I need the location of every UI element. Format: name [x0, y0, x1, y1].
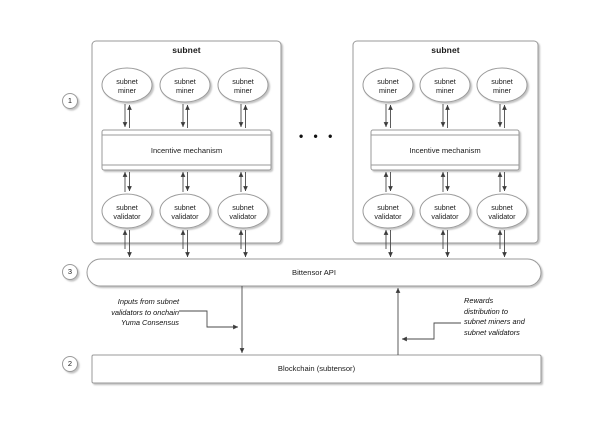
subnet-validator-label-line1: subnet — [377, 203, 399, 212]
subnet-validator-label-line2: validator — [113, 212, 141, 221]
subnet-miner-label-line1: subnet — [377, 77, 399, 86]
subnet-miner-label-line2: miner — [118, 86, 136, 95]
subnet-miner-label-line2: miner — [493, 86, 511, 95]
bittensor-api-bar — [86, 258, 542, 287]
annotation-right: Rewards distribution to subnet miners an… — [464, 296, 574, 339]
subnet-miner-label-line1: subnet — [116, 77, 138, 86]
marker-label-3: 3 — [67, 267, 73, 276]
subnet-validator-node — [159, 193, 211, 229]
subnet-validator-label-line1: subnet — [491, 203, 513, 212]
subnet-validator-label-line1: subnet — [116, 203, 138, 212]
subnet-validator-node — [476, 193, 528, 229]
subnet-validator-node — [101, 193, 153, 229]
subnet-validator-label: subnet validator — [155, 203, 215, 221]
subnet-validator-label-line2: validator — [431, 212, 459, 221]
subnet-miner-node — [217, 67, 269, 103]
subnet-validator-node — [419, 193, 471, 229]
subnet-miner-node — [419, 67, 471, 103]
subnet-miner-node — [362, 67, 414, 103]
bittensor-api-label: Bittensor API — [292, 268, 336, 277]
subnet-validator-label: subnet validator — [213, 203, 273, 221]
subnet-ellipsis: • • • — [299, 129, 336, 143]
blockchain-bar — [91, 354, 542, 384]
subnet-validator-node — [217, 193, 269, 229]
subnet-miner-label: subnet miner — [472, 77, 532, 95]
annotation-leader-right — [401, 322, 461, 342]
marker-label-1: 1 — [67, 96, 73, 105]
subnet-title: subnet — [431, 45, 460, 55]
annotation-right-line3: subnet miners and — [464, 317, 525, 327]
blockchain-label: Blockchain (subtensor) — [277, 364, 356, 373]
marker-label-2: 2 — [67, 359, 73, 368]
connector-mechanism-validator — [122, 171, 248, 192]
annotation-left-line2: validators to onchain — [111, 307, 179, 317]
marker-circle-3 — [62, 264, 78, 280]
subnet-miner-node — [159, 67, 211, 103]
subnet-miner-label-line1: subnet — [434, 77, 456, 86]
subnet-miner-label: subnet miner — [415, 77, 475, 95]
incentive-mechanism-label: Incentive mechanism — [150, 146, 223, 155]
connector-mechanism-validator — [383, 171, 507, 192]
incentive-mechanism-label: Incentive mechanism — [409, 146, 481, 155]
subnet-validator-node — [362, 193, 414, 229]
connector-miner-mechanism — [383, 104, 507, 128]
annotation-right-line1: Rewards — [464, 296, 494, 305]
incentive-mechanism-box — [370, 129, 520, 171]
marker-circle-1 — [62, 93, 78, 109]
subnet-validator-label-line1: subnet — [232, 203, 254, 212]
subnet-miner-label-line1: subnet — [232, 77, 254, 86]
subnet-validator-label-line1: subnet — [434, 203, 456, 212]
subnet-validator-label: subnet validator — [472, 203, 532, 221]
subnet-miner-node — [101, 67, 153, 103]
annotation-left: Inputs from subnet validators to onchain… — [79, 297, 179, 329]
subnet-miner-node — [476, 67, 528, 103]
subnet-validator-label: subnet validator — [358, 203, 418, 221]
subnet-validator-label: subnet validator — [415, 203, 475, 221]
subnet-title: subnet — [172, 45, 201, 55]
subnet-validator-label-line2: validator — [374, 212, 402, 221]
subnet-miner-label-line1: subnet — [491, 77, 513, 86]
subnet-miner-label: subnet miner — [97, 77, 157, 95]
subnet-validator-label: subnet validator — [97, 203, 157, 221]
subnet-miner-label: subnet miner — [213, 77, 273, 95]
subnet-validator-label-line2: validator — [229, 212, 257, 221]
connector-validator-api — [383, 229, 507, 258]
subnet-miner-label-line1: subnet — [174, 77, 196, 86]
subnet-miner-label: subnet miner — [358, 77, 418, 95]
annotation-right-line2: distribution to — [464, 306, 508, 316]
annotation-leader-left — [179, 310, 239, 330]
subnet-miner-label-line2: miner — [234, 86, 252, 95]
subnet-miner-label: subnet miner — [155, 77, 215, 95]
subnet-validator-label-line2: validator — [488, 212, 516, 221]
subnet-miner-label-line2: miner — [176, 86, 194, 95]
incentive-mechanism-box — [101, 129, 272, 171]
subnet-miner-label-line2: miner — [436, 86, 454, 95]
connector-miner-mechanism — [122, 104, 248, 128]
subnet-miner-label-line2: miner — [379, 86, 397, 95]
annotation-left-line3: Yuma Consensus — [120, 318, 179, 328]
subnet-validator-label-line1: subnet — [174, 203, 196, 212]
marker-circle-2 — [62, 356, 78, 372]
annotation-right-line4: subnet validators — [464, 328, 520, 338]
subnet-validator-label-line2: validator — [171, 212, 199, 221]
connector-validator-api — [122, 229, 248, 258]
annotation-left-line1: Inputs from subnet — [117, 297, 179, 306]
